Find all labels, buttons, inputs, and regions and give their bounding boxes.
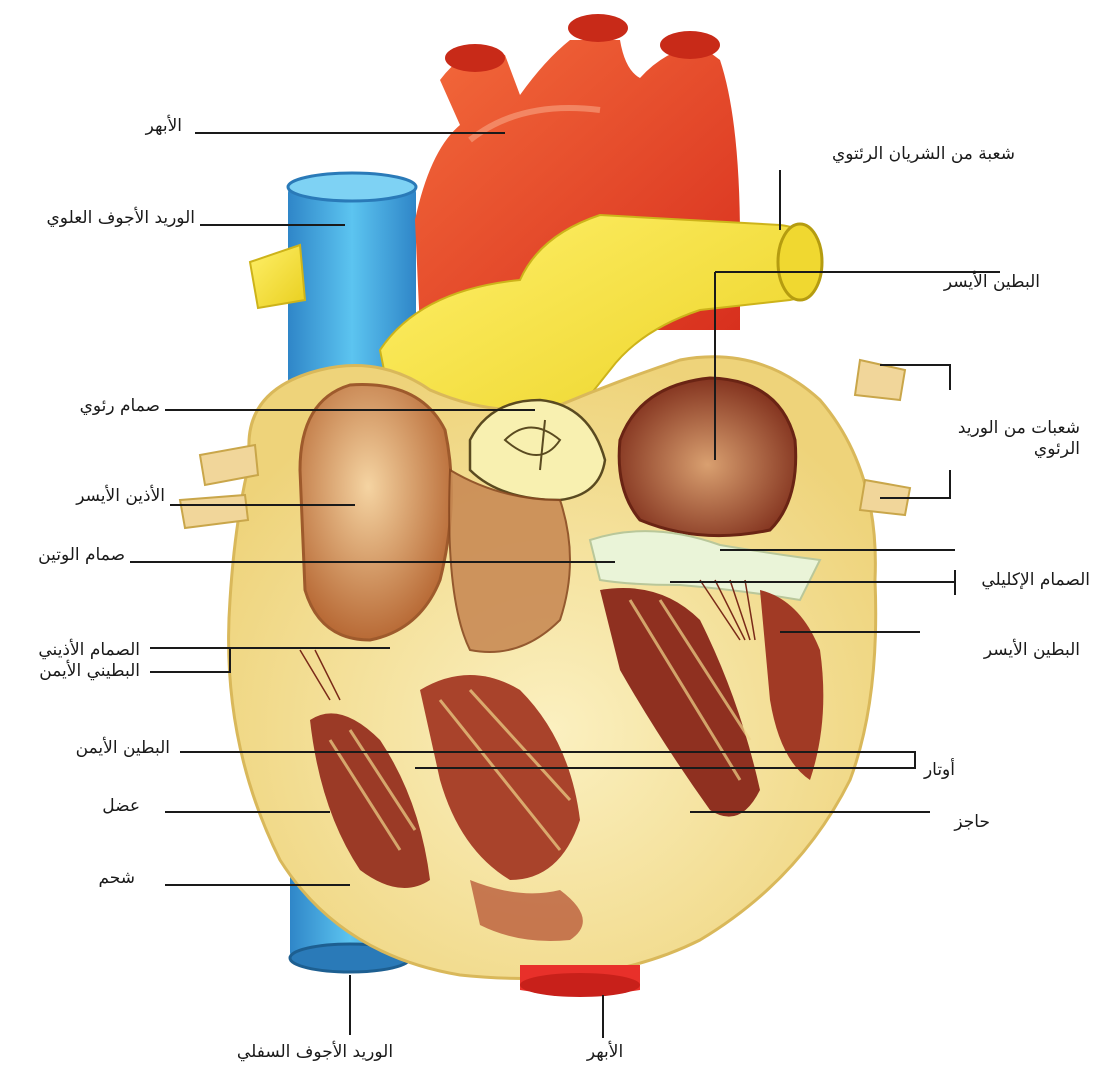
- descending-aorta-shape: [520, 965, 640, 997]
- label-pulmonary-veins: شعبات من الوريد الرئوي: [930, 418, 1080, 461]
- label-superior-vena-cava: الوريد الأجوف العلوي: [45, 208, 195, 229]
- left-ventricle-upper-shape: [619, 378, 796, 536]
- label-inferior-vena-cava: الوريد الأجوف السفلي: [200, 1042, 430, 1063]
- label-mitral-valve: الصمام الإكليلي: [981, 570, 1090, 591]
- pulmonary-artery-left-stub: [250, 245, 305, 308]
- label-pulmonary-valve: صمام رئوي: [80, 396, 160, 417]
- left-atrium-shape: [300, 385, 451, 640]
- label-fat: شحم: [98, 868, 135, 889]
- label-right-ventricle: البطين الأيمن: [76, 738, 170, 759]
- label-aortic-valve: صمام الوتين: [38, 545, 125, 566]
- label-left-atrium: الأذين الأيسر: [76, 486, 165, 507]
- label-septum: حاجز: [954, 812, 990, 833]
- label-aorta-top: الأبهر: [146, 116, 182, 137]
- label-muscle: عضل: [102, 796, 140, 817]
- label-left-ventricle-top: البطين الأيسر: [944, 272, 1040, 293]
- label-aorta-bottom: الأبهر: [560, 1042, 650, 1063]
- label-tricuspid-valve: الصمام الأذيني البطيني الأيمن: [5, 640, 140, 683]
- label-left-ventricle: البطين الأيسر: [984, 640, 1080, 661]
- label-tendons: أوتار: [924, 760, 955, 781]
- label-pulmonary-artery-branch: شعبة من الشريان الرئتوي: [832, 144, 1015, 165]
